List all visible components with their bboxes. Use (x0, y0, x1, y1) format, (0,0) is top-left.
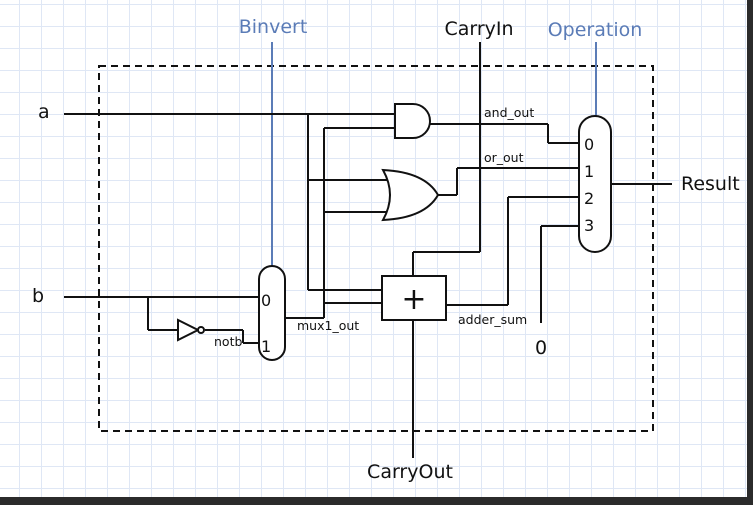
wire-mux1-out (285, 127, 395, 319)
binvert-label: Binvert (239, 16, 308, 38)
zero-constant-label: 0 (535, 337, 547, 359)
mux1-out-label: mux1_out (297, 318, 359, 333)
adder-block (381, 275, 447, 321)
wire-a (64, 113, 395, 291)
and-out-label: and_out (484, 105, 534, 120)
or-out-label: or_out (484, 150, 524, 165)
carry-out-label: CarryOut (367, 461, 453, 483)
wire-zero (540, 225, 579, 323)
adder-symbol: + (401, 282, 426, 317)
mux2 (578, 115, 612, 253)
input-b-label: b (32, 285, 44, 307)
notb-label: notb (214, 334, 242, 349)
and-gate (394, 103, 431, 139)
inverter-gate (177, 318, 205, 342)
operation-label: Operation (548, 19, 643, 41)
wire-and-out (430, 123, 579, 144)
mux1-port-0: 0 (261, 291, 271, 310)
input-a-label: a (38, 101, 50, 123)
mux2-port-3: 3 (584, 216, 594, 235)
carry-in-label: CarryIn (444, 18, 513, 40)
mux2-port-2: 2 (584, 189, 594, 208)
mux1-port-1: 1 (261, 337, 271, 356)
mux2-port-0: 0 (584, 135, 594, 154)
wire-adder-sum (446, 196, 579, 306)
wire-b (64, 296, 260, 344)
diagram-canvas: + 0 1 0 1 2 3 a b Binvert CarryIn Operat… (0, 0, 747, 497)
or-gate (381, 168, 440, 222)
mux1 (258, 265, 286, 361)
alu-boundary (98, 65, 654, 432)
result-label: Result (681, 173, 740, 195)
alu-diagram: + 0 1 0 1 2 3 a b Binvert CarryIn Operat… (32, 16, 740, 483)
adder-sum-label: adder_sum (458, 312, 527, 327)
mux2-port-1: 1 (584, 162, 594, 181)
wire-or-out (438, 167, 579, 196)
